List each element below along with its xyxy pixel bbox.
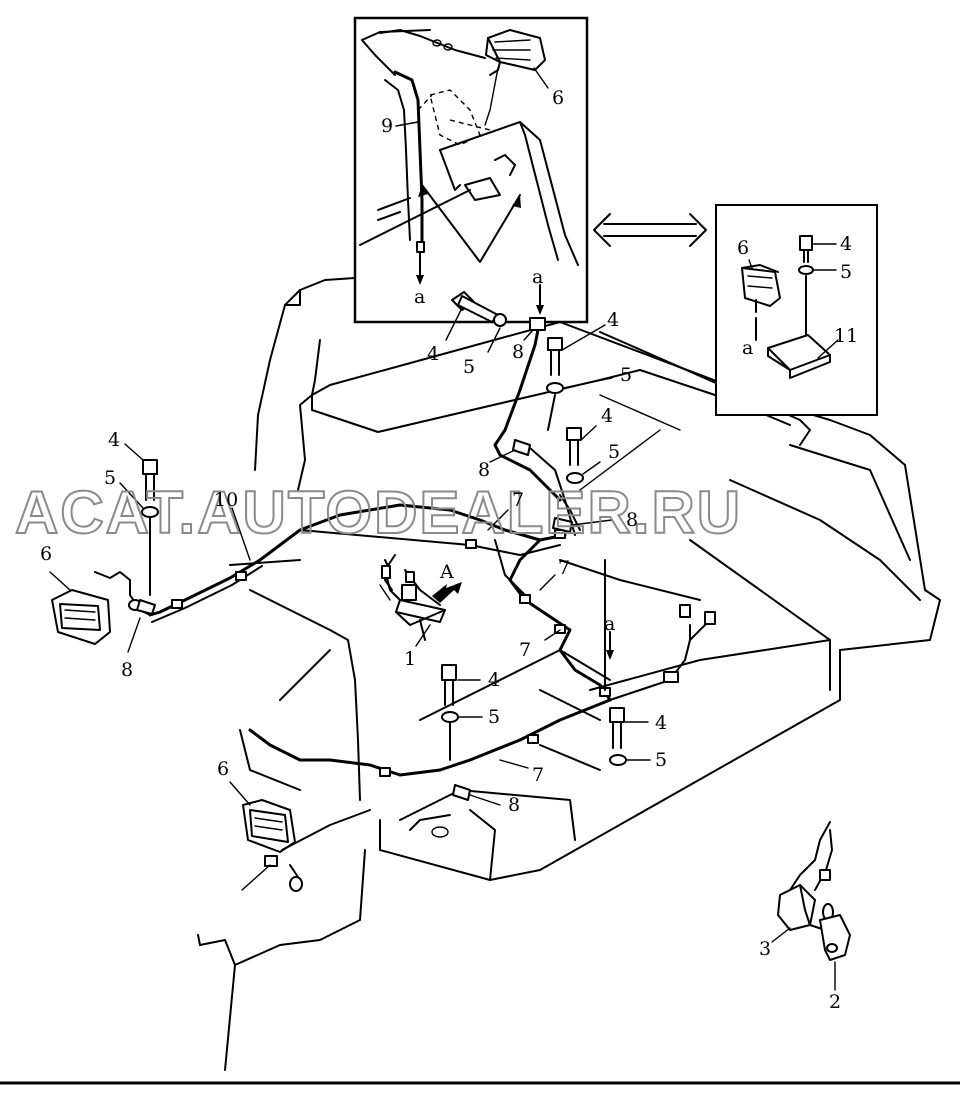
callout-2: 2	[829, 991, 841, 1013]
callout-5: 5	[608, 441, 620, 463]
inset-right	[593, 204, 878, 416]
callout-9: 9	[381, 115, 393, 137]
callout-a: a	[742, 337, 753, 359]
arrow-a-label: A	[439, 561, 454, 583]
callout-7: 7	[558, 557, 570, 579]
callout-labels: 6 9 a 4 5 8 a 6 4 5 11 a 4 5 4 5 8 8 7 7…	[40, 87, 858, 1013]
callout-3: 3	[759, 938, 771, 960]
callout-5: 5	[463, 356, 475, 378]
callout-6: 6	[737, 237, 749, 259]
callout-4: 4	[607, 309, 619, 331]
center-relay-assembly	[381, 559, 462, 647]
callout-a: a	[604, 613, 615, 635]
callout-7: 7	[519, 639, 531, 661]
watermark: ACAT.AUTODEALER.RU	[15, 479, 742, 546]
callout-6: 6	[217, 758, 229, 780]
callout-4: 4	[840, 233, 852, 255]
machine-body	[0, 277, 960, 1085]
callout-8: 8	[478, 459, 490, 481]
callout-6: 6	[40, 543, 52, 565]
callout-6: 6	[552, 87, 564, 109]
callout-5: 5	[840, 261, 852, 283]
wiring-harness	[148, 318, 716, 777]
inset-top	[353, 16, 589, 324]
callout-4: 4	[601, 405, 613, 427]
callout-4: 4	[488, 669, 500, 691]
callout-4: 4	[108, 429, 120, 451]
mid-right-hardware	[487, 324, 681, 691]
callout-4: 4	[655, 712, 667, 734]
inset-top-hardware	[445, 284, 546, 353]
left-light-assembly	[49, 443, 251, 653]
callout-5: 5	[620, 364, 632, 386]
callout-4: 4	[427, 343, 439, 365]
callout-1: 1	[404, 648, 416, 670]
bottom-hardware	[229, 664, 651, 892]
callout-a: a	[414, 286, 425, 308]
callout-11: 11	[834, 325, 858, 347]
callout-7: 7	[512, 489, 524, 511]
callout-5: 5	[104, 467, 116, 489]
callout-5: 5	[655, 749, 667, 771]
callout-8: 8	[626, 509, 638, 531]
callout-5: 5	[488, 706, 500, 728]
callout-7: 7	[532, 764, 544, 786]
callout-a: a	[532, 266, 543, 288]
switch-assembly	[771, 821, 851, 991]
callout-8: 8	[508, 794, 520, 816]
callout-8: 8	[121, 659, 133, 681]
callout-10: 10	[214, 489, 238, 511]
callout-8: 8	[512, 341, 524, 363]
